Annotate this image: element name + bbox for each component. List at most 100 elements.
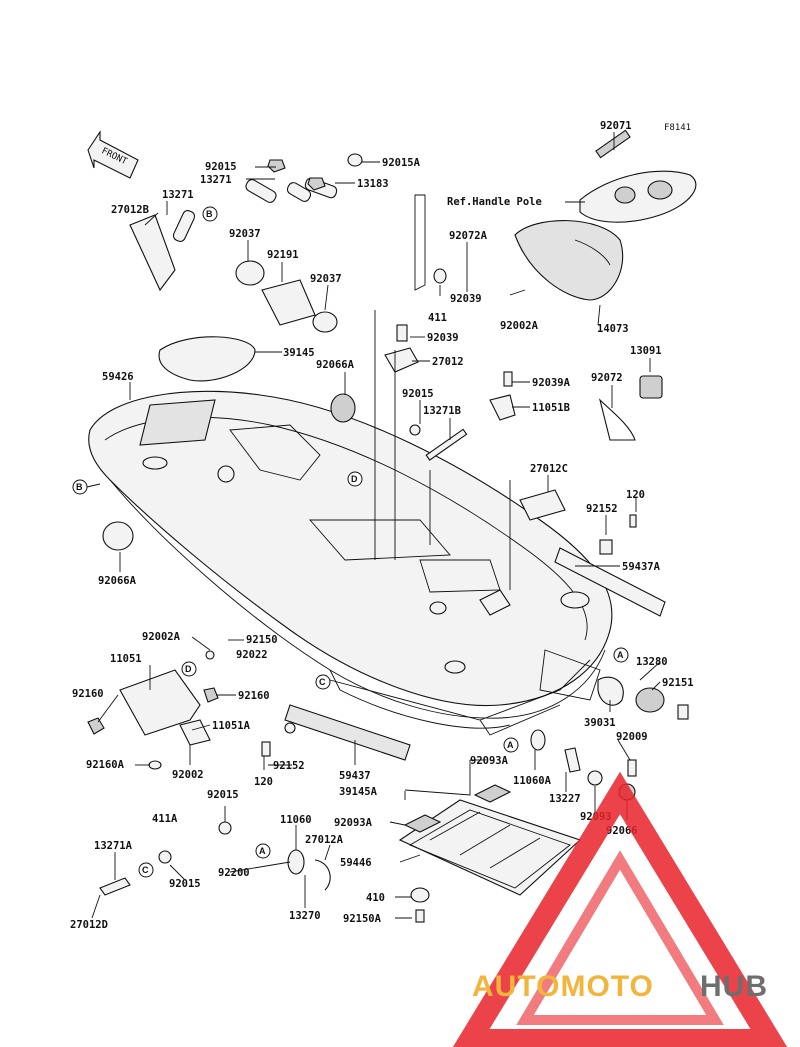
label-92015: 92015 — [169, 878, 201, 890]
watermark-text-1: AUTOMOTO — [472, 970, 654, 1003]
label-27012d: 27012D — [70, 919, 108, 931]
label-120: 120 — [626, 489, 645, 501]
label-13227: 13227 — [549, 793, 581, 805]
label-92039: 92039 — [427, 332, 459, 344]
label-92002a: 92002A — [142, 631, 181, 643]
label-59437a: 59437A — [622, 561, 661, 573]
label-120: 120 — [254, 776, 273, 788]
label-92191: 92191 — [267, 249, 299, 261]
label-92072a: 92072A — [449, 230, 488, 242]
label-27012c: 27012C — [530, 463, 568, 475]
part-labels: 92071 92015 92015A 13271 13183 13271 270… — [70, 120, 694, 931]
svg-text:B: B — [76, 482, 83, 492]
svg-text:C: C — [319, 677, 326, 687]
callouts: B B D D C C A A A — [72, 206, 629, 878]
callout-a-mid: A — [503, 737, 519, 753]
callout-d-hull: D — [347, 471, 363, 487]
label-92093a: 92093A — [470, 755, 509, 767]
label-411: 411 — [428, 312, 447, 324]
label-39145a: 39145A — [339, 786, 378, 798]
label-27012: 27012 — [432, 356, 464, 368]
label-92037: 92037 — [310, 273, 342, 285]
lower-left-parts — [87, 650, 331, 896]
label-14073: 14073 — [597, 323, 629, 335]
label-92066a: 92066A — [316, 359, 355, 371]
label-92022: 92022 — [236, 649, 268, 661]
label-13271b: 13271B — [423, 405, 461, 417]
label-13183: 13183 — [357, 178, 389, 190]
svg-text:A: A — [259, 846, 266, 856]
label-59426: 59426 — [102, 371, 134, 383]
label-92160: 92160 — [238, 690, 270, 702]
label-59446: 59446 — [340, 857, 372, 869]
label-411a: 411A — [152, 813, 178, 825]
label-11051a: 11051A — [212, 720, 251, 732]
watermark-text-2: HUB — [700, 970, 768, 1003]
center-brackets — [384, 194, 666, 617]
label-11060a: 11060A — [513, 775, 552, 787]
left-upper-parts — [102, 153, 363, 551]
label-13271: 13271 — [200, 174, 232, 186]
hull-underside — [284, 649, 601, 761]
label-11051: 11051 — [110, 653, 142, 665]
front-arrow: FRONT — [87, 130, 139, 179]
label-410: 410 — [366, 892, 385, 904]
callout-b-left: B — [72, 479, 88, 495]
label-39031: 39031 — [584, 717, 616, 729]
label-11051b: 11051B — [532, 402, 570, 414]
svg-text:B: B — [206, 209, 213, 219]
label-92160: 92160 — [72, 688, 104, 700]
svg-text:C: C — [142, 865, 149, 875]
callout-a-right: A — [613, 647, 629, 663]
leader-lines — [91, 132, 661, 919]
label-92093a: 92093A — [334, 817, 373, 829]
label-27012b: 27012B — [111, 204, 149, 216]
label-92150: 92150 — [246, 634, 278, 646]
label-ref-handle-pole: Ref.Handle Pole — [447, 196, 542, 208]
callout-c-hull: C — [315, 674, 331, 690]
callout-b-top: B — [202, 206, 218, 222]
watermark: AUTOMOTO HUB — [452, 771, 788, 1047]
label-27012a: 27012A — [305, 834, 344, 846]
label-13091: 13091 — [630, 345, 662, 357]
svg-text:A: A — [617, 650, 624, 660]
figure-code: F8141 — [664, 123, 691, 133]
watermark-logo — [452, 771, 788, 1047]
svg-text:A: A — [507, 740, 514, 750]
callout-c-low: C — [138, 862, 154, 878]
label-39145: 39145 — [283, 347, 315, 359]
label-92200: 92200 — [218, 867, 250, 879]
label-13280: 13280 — [636, 656, 668, 668]
label-92152: 92152 — [273, 760, 305, 772]
label-92002a: 92002A — [500, 320, 539, 332]
label-92072: 92072 — [591, 372, 623, 384]
label-59437: 59437 — [339, 770, 371, 782]
label-92160a: 92160A — [86, 759, 125, 771]
hull-59426 — [88, 390, 613, 729]
lower-right-parts — [410, 676, 689, 923]
label-92015a: 92015A — [382, 157, 421, 169]
label-92039a: 92039A — [532, 377, 571, 389]
platform-59446 — [398, 760, 582, 896]
label-13271a: 13271A — [94, 840, 133, 852]
svg-text:D: D — [185, 664, 192, 674]
label-92015: 92015 — [402, 388, 434, 400]
handle-pole-assembly — [514, 129, 697, 301]
svg-text:D: D — [351, 474, 358, 484]
callout-a-low: A — [255, 843, 271, 859]
label-92037: 92037 — [229, 228, 261, 240]
label-13271: 13271 — [162, 189, 194, 201]
label-92015: 92015 — [207, 789, 239, 801]
label-92002: 92002 — [172, 769, 204, 781]
label-92039: 92039 — [450, 293, 482, 305]
label-92015: 92015 — [205, 161, 237, 173]
label-92071: 92071 — [600, 120, 632, 132]
label-92150a: 92150A — [343, 913, 382, 925]
label-92066a: 92066A — [98, 575, 137, 587]
label-92009: 92009 — [616, 731, 648, 743]
label-13270: 13270 — [289, 910, 321, 922]
callout-d-low: D — [181, 661, 197, 677]
label-11060: 11060 — [280, 814, 312, 826]
